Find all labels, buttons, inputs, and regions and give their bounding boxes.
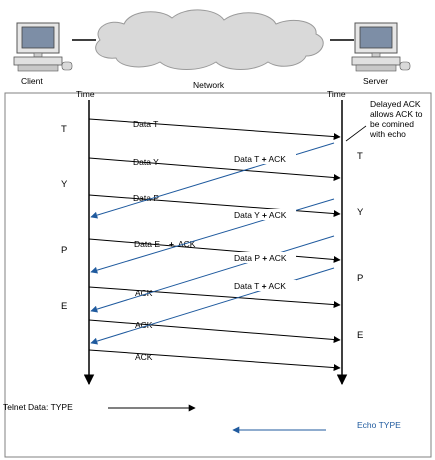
server-char-p: P: [357, 273, 363, 284]
server-char-y: Y: [357, 207, 364, 218]
client-computer-icon: [13, 22, 73, 72]
server-char-e: E: [357, 330, 363, 341]
delayed-ack-note-line-1: Delayed ACK: [370, 99, 421, 109]
server-computer-icon: [351, 22, 411, 72]
server-char-t: T: [357, 151, 363, 162]
client-time-label: Time: [76, 89, 95, 99]
delayed-ack-note-line-3: be comined: [370, 119, 414, 129]
client-char-p: P: [61, 245, 67, 256]
echo-data-t-ack-2-label: Data T + ACK: [234, 281, 286, 291]
msg-data-y-arrow: [88, 157, 341, 181]
server-label: Server: [363, 76, 388, 86]
echo-data-y-ack-label: Data Y + ACK: [234, 210, 287, 220]
client-char-y: Y: [61, 179, 68, 190]
legend-echo-label: Echo TYPE: [357, 420, 401, 430]
msg-ack-3-arrow: [88, 349, 341, 372]
echo-label-4: Data T + ACK: [232, 280, 296, 291]
legend-telnet-label: Telnet Data: TYPE: [3, 402, 73, 412]
msg-ack-3-label: ACK: [135, 352, 153, 362]
diagram-frame: [4, 92, 432, 458]
network-label: Network: [193, 80, 225, 90]
client-to-server-arrows: [88, 118, 341, 372]
server-to-client-arrows: [90, 142, 335, 345]
msg-data-p-label: Data P: [133, 193, 159, 203]
delayed-ack-note: Delayed ACK allows ACK to be comined wit…: [369, 99, 425, 139]
delayed-ack-note-line-2: allows ACK to: [370, 109, 423, 119]
msg-data-e-text: Data E: [134, 239, 160, 249]
echo-data-y-ack-arrow: [90, 198, 335, 274]
echo-label-2: Data Y + ACK: [232, 209, 296, 220]
msg-data-e-label: Data E + ACK: [134, 239, 196, 249]
echo-data-p-ack-arrow: [90, 235, 335, 313]
msg-data-p-arrow: [88, 194, 341, 218]
msg-data-t-label: Data T: [133, 119, 158, 129]
msg-data-e-plus: +: [169, 239, 174, 249]
msg-ack-1-label: ACK: [135, 288, 153, 298]
echo-data-t-ack-2-arrow: [90, 267, 335, 345]
msg-ack-2-arrow: [88, 319, 341, 343]
delayed-ack-note-line-4: with echo: [369, 129, 406, 139]
network-cloud-icon: [95, 9, 324, 70]
msg-data-t-arrow: [88, 118, 341, 141]
msg-data-e-arrow: [88, 238, 341, 263]
echo-data-t-ack-label: Data T + ACK: [234, 154, 286, 164]
msg-data-y-label: Data Y: [133, 157, 159, 167]
msg-data-e-ack: ACK: [178, 239, 196, 249]
client-char-t: T: [61, 124, 67, 135]
delayed-ack-pointer: [345, 125, 367, 142]
server-time-label: Time: [327, 89, 346, 99]
client-label: Client: [21, 76, 43, 86]
echo-data-t-ack-arrow: [90, 142, 335, 219]
msg-ack-1-arrow: [88, 286, 341, 309]
msg-ack-2-label: ACK: [135, 320, 153, 330]
echo-label-1: Data T + ACK: [232, 153, 296, 164]
echo-label-3: Data P + ACK: [232, 252, 296, 263]
client-char-e: E: [61, 301, 67, 312]
echo-data-p-ack-label: Data P + ACK: [234, 253, 287, 263]
